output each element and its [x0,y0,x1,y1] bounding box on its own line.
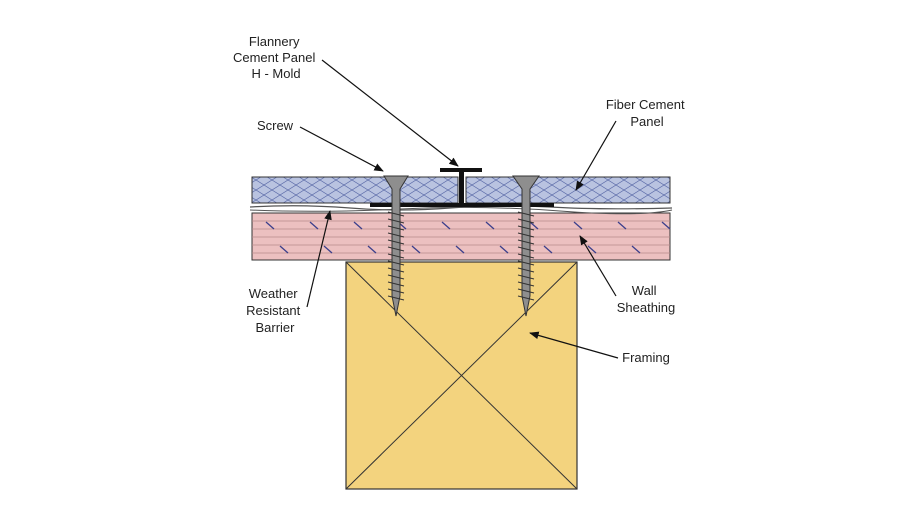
weather-resistant-barrier [249,205,673,215]
wall-sheathing-label: Wall Sheathing [617,283,676,315]
fiber-cement-panel [251,176,671,204]
fiber-cement-panel-leader [575,120,617,191]
weather-barrier-leader [306,210,332,308]
screw-icon [383,175,409,317]
screw-icon [512,175,540,317]
framing-label: Framing [622,350,670,365]
framing-leader [529,331,619,359]
h-mold-label: Flannery Cement Panel H - Mold [233,34,319,81]
screw-label: Screw [257,118,294,133]
framing [345,261,578,490]
weather-resistant-barrier-label: Weather Resistant Barrier [246,286,304,335]
wall-sheathing-leader [579,235,617,297]
h-mold-leader [321,59,459,167]
fiber-cement-panel-label: Fiber Cement Panel [606,97,688,129]
wall-sheathing [251,212,671,261]
screw-leader [299,126,384,172]
h-mold-icon [370,168,554,207]
